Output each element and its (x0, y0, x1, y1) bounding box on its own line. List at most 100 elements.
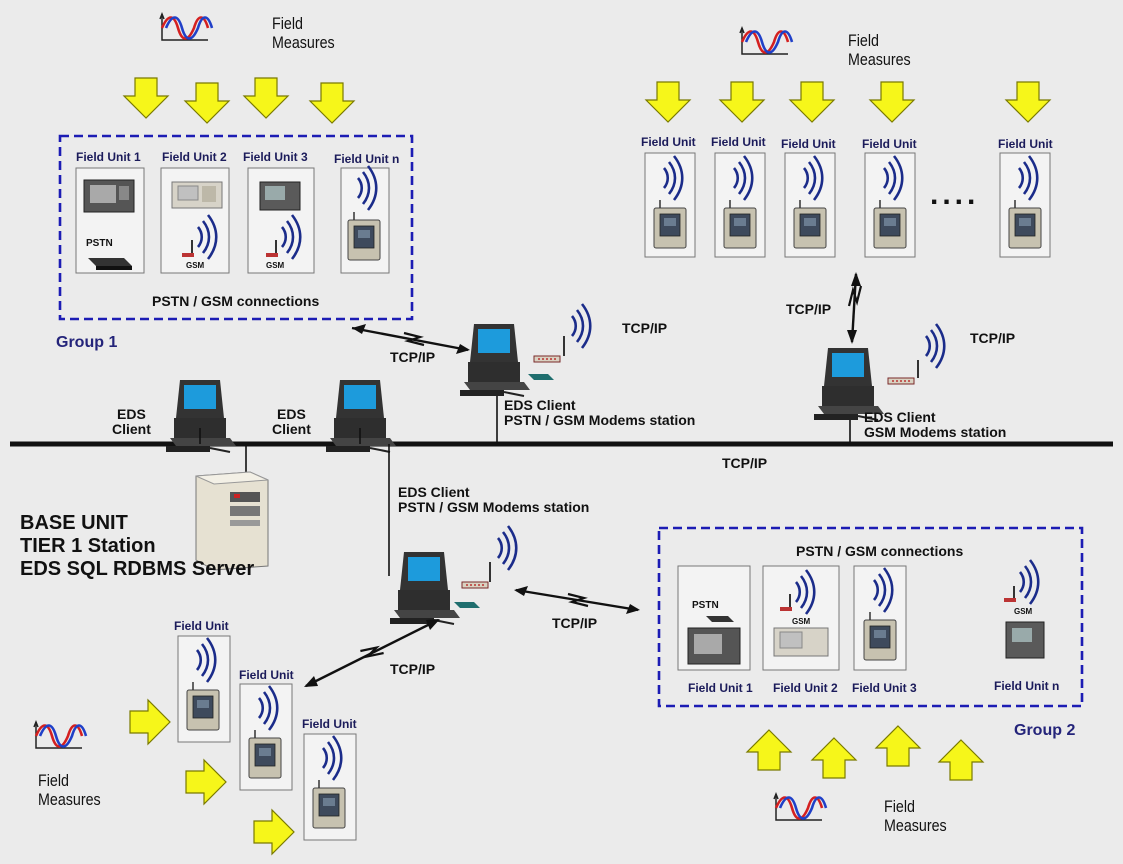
station-pstn-gsm-label-bottom: EDS Client PSTN / GSM Modems station (398, 484, 590, 516)
field-unit-label: Field Unit (302, 717, 357, 731)
gsm-antenna-icon (1004, 586, 1016, 602)
field-measures-arrows-top-left (123, 77, 355, 124)
group-2-unit-label: Field Unit n (994, 679, 1060, 693)
field-unit-label: Field Unit (174, 619, 229, 633)
gsm-antenna-icon (266, 240, 278, 257)
field-measures-line: Measures (272, 32, 335, 52)
group-1-title: Group 1 (56, 334, 118, 351)
base-unit-line: EDS SQL RDBMS Server (20, 558, 255, 580)
pstn-label: PSTN (692, 600, 719, 611)
instrument-icon (687, 627, 741, 665)
station-line: PSTN / GSM Modems station (398, 499, 590, 516)
tcpip-link-arrow (847, 272, 861, 344)
station-pstn-gsm-label-top: EDS Client PSTN / GSM Modems station (504, 397, 696, 429)
station-line: EDS Client (504, 397, 576, 413)
field-measures-label-top-left: Field Measures (272, 14, 335, 52)
pstn-modem-icon (706, 616, 734, 622)
wireless-signal-icon (1018, 558, 1040, 606)
station-line: EDS Client (398, 484, 470, 500)
field-arrow-icon (811, 737, 857, 779)
field-measures-arrows-bottom-right (746, 725, 984, 781)
field-arrow-icon (746, 729, 792, 771)
station-line: EDS Client (864, 409, 936, 425)
instrument-icon (1005, 621, 1045, 659)
field-measures-label-bottom-right: Field Measures (884, 797, 947, 835)
group-2-unit-label: Field Unit 3 (852, 681, 917, 695)
field-unit-label: Field Unit (239, 668, 294, 682)
gsm-label: GSM (186, 261, 205, 270)
field-arrow-icon (1005, 81, 1051, 123)
field-measures-bottom-left-icon (32, 720, 88, 750)
station-line: PSTN / GSM Modems station (504, 412, 696, 429)
field-arrow-icon (869, 81, 915, 123)
field-measures-line: Field (272, 14, 303, 33)
base-unit-label: BASE UNIT TIER 1 Station EDS SQL RDBMS S… (20, 512, 254, 581)
field-unit-label: Field Unit (862, 137, 917, 151)
field-arrow-icon (719, 81, 765, 123)
group-1-unit-label: Field Unit 2 (162, 150, 227, 164)
pc-client-icon (325, 379, 397, 453)
group-1-unit-label: Field Unit 1 (76, 150, 141, 164)
field-arrow-icon (789, 81, 835, 123)
field-arrow-icon (253, 809, 295, 855)
group-1-unit-label: Field Unit n (334, 152, 400, 166)
tcpip-label: TCP/IP (552, 615, 598, 631)
ellipsis-label: .... (930, 178, 980, 211)
eds-client-line: Client (112, 421, 151, 438)
instrument-icon (773, 627, 829, 657)
gsm-label: GSM (792, 617, 811, 626)
field-measures-line: Measures (38, 789, 101, 809)
field-arrow-icon (184, 82, 230, 124)
field-measures-arrows-top-right (645, 81, 1051, 123)
field-measures-line: Measures (884, 815, 947, 835)
wireless-signal-icon (570, 302, 592, 350)
instrument-icon (259, 181, 301, 211)
server-tower-icon (195, 471, 269, 571)
group-1-border (58, 134, 414, 321)
field-arrow-icon (645, 81, 691, 123)
field-measures-line: Field (38, 771, 69, 790)
group-2-unit-label: Field Unit 2 (773, 681, 838, 695)
tcpip-label: TCP/IP (970, 330, 1016, 346)
eds-client-line: EDS (277, 406, 306, 422)
field-arrow-icon (123, 77, 169, 119)
field-measures-top-left-icon (158, 12, 214, 42)
tcpip-label: TCP/IP (622, 320, 668, 336)
field-measures-top-right-icon (738, 26, 794, 56)
gsm-antenna-icon (182, 240, 194, 257)
instrument-icon (171, 181, 223, 209)
tcpip-label: TCP/IP (722, 455, 768, 471)
pc-station-icon (389, 551, 461, 625)
modem-bar-icon (461, 581, 489, 589)
pc-station-icon (459, 323, 531, 397)
base-unit-line: TIER 1 Station (20, 535, 156, 557)
field-measures-line: Field (884, 797, 915, 816)
tcpip-label: TCP/IP (786, 301, 832, 317)
gsm-antenna-icon (780, 594, 792, 611)
station-line: GSM Modems station (864, 424, 1007, 441)
field-unit-frames-top-right (644, 152, 1051, 258)
eds-client-label: EDS Client (112, 406, 151, 438)
field-unit-label: Field Unit (641, 135, 696, 149)
field-measures-bottom-right-icon (772, 792, 828, 822)
field-arrow-icon (938, 739, 984, 781)
field-measures-label-top-right: Field Measures (848, 31, 911, 69)
tcpip-link-arrow (351, 324, 470, 354)
field-arrow-icon (309, 82, 355, 124)
group-2-title: Group 2 (1014, 722, 1076, 739)
tcpip-label: TCP/IP (390, 661, 436, 677)
base-unit-line: BASE UNIT (20, 512, 128, 534)
pstn-modem-icon (454, 602, 480, 608)
station-gsm-label: EDS Client GSM Modems station (864, 409, 1007, 441)
field-unit-label: Field Unit (998, 137, 1053, 151)
group-2-connections-label: PSTN / GSM connections (796, 543, 964, 559)
field-measures-line: Field (848, 31, 879, 50)
field-arrow-icon (875, 725, 921, 767)
instrument-icon (83, 179, 135, 213)
field-unit-label: Field Unit (781, 137, 836, 151)
field-measures-line: Measures (848, 49, 911, 69)
eds-client-line: EDS (117, 406, 146, 422)
pstn-modem-icon (88, 258, 132, 270)
